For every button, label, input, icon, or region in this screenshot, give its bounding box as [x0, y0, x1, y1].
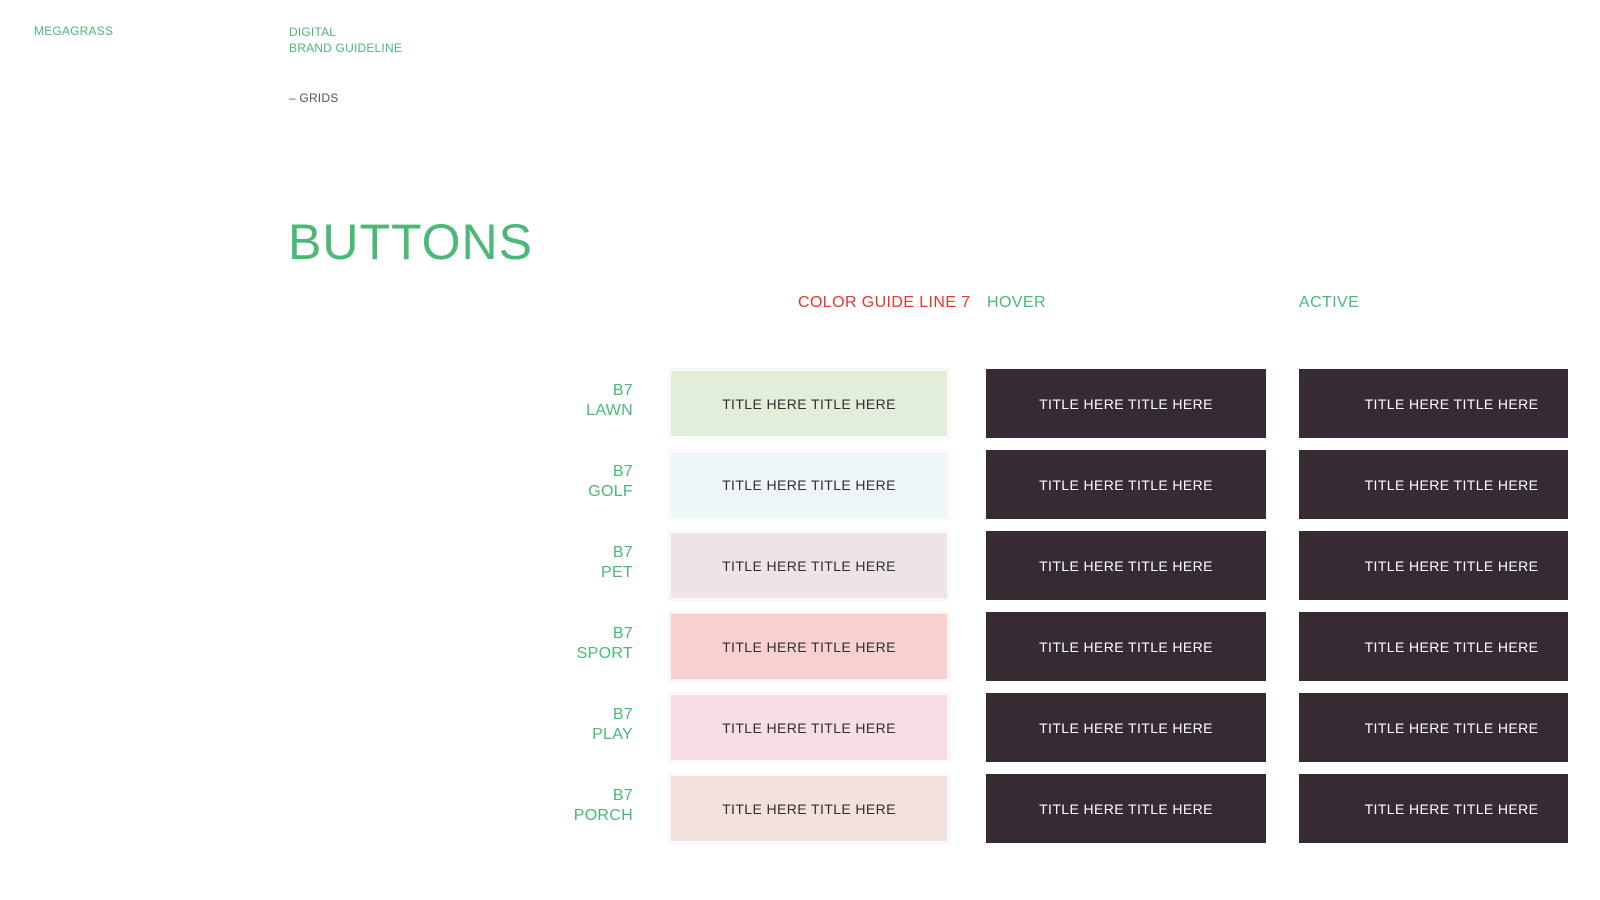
base-button[interactable]: TITLE HERE TITLE HERE — [669, 774, 949, 843]
button-label: TITLE HERE TITLE HERE — [722, 638, 896, 655]
row-name: SPORT — [576, 645, 633, 662]
column-header-color-guide: COLOR GUIDE LINE 7 — [798, 294, 971, 311]
hover-button[interactable]: TITLE HERE TITLE HERE — [986, 450, 1266, 519]
button-label: TITLE HERE TITLE HERE — [1364, 800, 1539, 817]
row-code: B7 — [612, 544, 633, 561]
row-code: B7 — [612, 382, 633, 399]
base-button[interactable]: TITLE HERE TITLE HERE — [669, 450, 949, 519]
button-label: TITLE HERE TITLE HERE — [722, 476, 896, 493]
base-button[interactable]: TITLE HERE TITLE HERE — [669, 531, 949, 600]
row-label: B7 PORCH — [573, 786, 633, 826]
row-name: GOLF — [588, 483, 633, 500]
button-label: TITLE HERE TITLE HERE — [722, 557, 896, 574]
hover-button[interactable]: TITLE HERE TITLE HERE — [986, 369, 1266, 438]
row-name: PORCH — [573, 807, 633, 824]
row-label: B7 LAWN — [573, 381, 633, 421]
active-button[interactable]: TITLE HERE TITLE HERE — [1299, 369, 1568, 438]
hover-button[interactable]: TITLE HERE TITLE HERE — [986, 612, 1266, 681]
document-title-line-1: DIGITAL — [289, 25, 337, 39]
row-name: LAWN — [586, 402, 633, 419]
row-name: PET — [600, 564, 633, 581]
button-label: TITLE HERE TITLE HERE — [1039, 395, 1213, 412]
button-label: TITLE HERE TITLE HERE — [722, 395, 896, 412]
active-button[interactable]: TITLE HERE TITLE HERE — [1299, 774, 1568, 843]
hover-button[interactable]: TITLE HERE TITLE HERE — [986, 693, 1266, 762]
base-button[interactable]: TITLE HERE TITLE HERE — [669, 612, 949, 681]
document-title: DIGITAL BRAND GUIDELINE — [289, 24, 402, 56]
hover-button[interactable]: TITLE HERE TITLE HERE — [986, 531, 1266, 600]
row-code: B7 — [612, 463, 633, 480]
button-label: TITLE HERE TITLE HERE — [1039, 476, 1213, 493]
button-label: TITLE HERE TITLE HERE — [1039, 557, 1213, 574]
brand-name: MEGAGRASS — [34, 24, 114, 38]
row-code: B7 — [612, 787, 633, 804]
page-heading: BUTTONS — [288, 214, 533, 270]
active-button[interactable]: TITLE HERE TITLE HERE — [1299, 450, 1568, 519]
active-button[interactable]: TITLE HERE TITLE HERE — [1299, 612, 1568, 681]
hover-button[interactable]: TITLE HERE TITLE HERE — [986, 774, 1266, 843]
document-title-line-2: BRAND GUIDELINE — [289, 41, 403, 55]
base-button[interactable]: TITLE HERE TITLE HERE — [669, 369, 949, 438]
row-code: B7 — [612, 625, 633, 642]
section-label: – GRIDS — [289, 91, 339, 105]
active-button[interactable]: TITLE HERE TITLE HERE — [1299, 693, 1568, 762]
button-label: TITLE HERE TITLE HERE — [1364, 395, 1539, 412]
button-label: TITLE HERE TITLE HERE — [1364, 638, 1539, 655]
button-label: TITLE HERE TITLE HERE — [1364, 719, 1539, 736]
column-header-hover: HOVER — [987, 294, 1046, 311]
row-label: B7 SPORT — [573, 624, 633, 664]
button-label: TITLE HERE TITLE HERE — [1364, 557, 1539, 574]
button-label: TITLE HERE TITLE HERE — [1364, 476, 1539, 493]
active-button[interactable]: TITLE HERE TITLE HERE — [1299, 531, 1568, 600]
row-label: B7 GOLF — [573, 462, 633, 502]
button-label: TITLE HERE TITLE HERE — [1039, 800, 1213, 817]
button-label: TITLE HERE TITLE HERE — [1039, 719, 1213, 736]
column-header-active: ACTIVE — [1299, 294, 1360, 311]
button-label: TITLE HERE TITLE HERE — [722, 800, 896, 817]
button-label: TITLE HERE TITLE HERE — [722, 719, 896, 736]
base-button[interactable]: TITLE HERE TITLE HERE — [669, 693, 949, 762]
row-label: B7 PET — [573, 543, 633, 583]
button-label: TITLE HERE TITLE HERE — [1039, 638, 1213, 655]
row-label: B7 PLAY — [573, 705, 633, 745]
row-code: B7 — [612, 706, 633, 723]
row-name: PLAY — [592, 726, 633, 743]
